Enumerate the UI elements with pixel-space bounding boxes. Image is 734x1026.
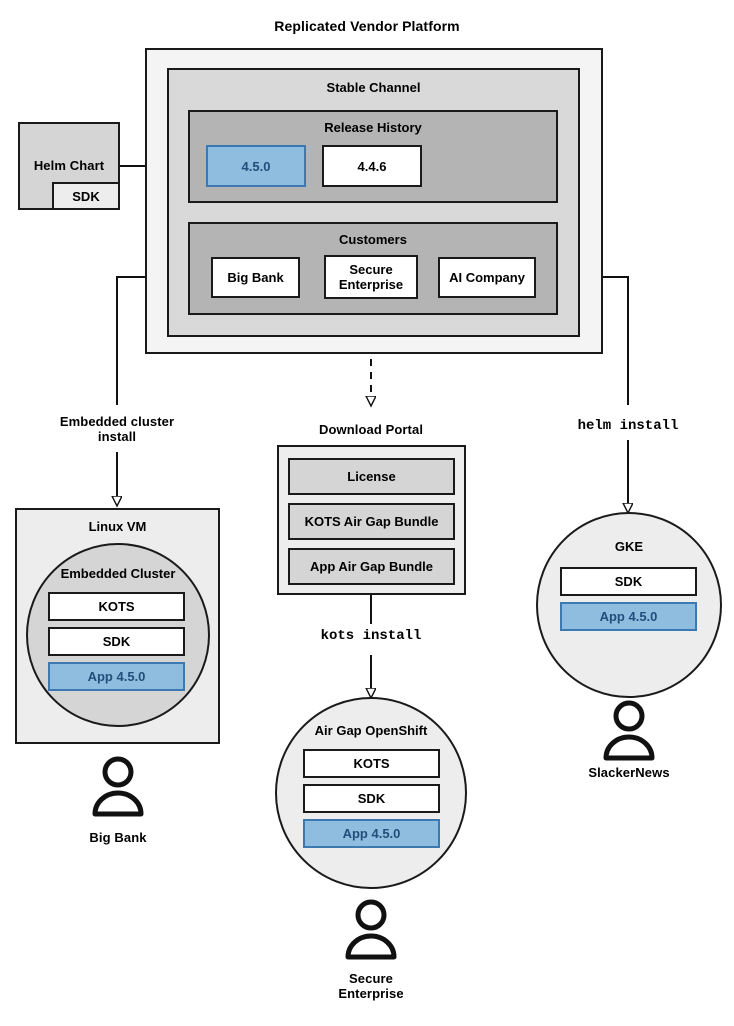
linux-vm-component-kots[interactable]: KOTS <box>48 592 185 621</box>
artifact-license[interactable]: License <box>288 458 455 495</box>
customers-label: Customers <box>339 232 407 247</box>
release-history-label: Release History <box>324 120 422 135</box>
gke-component-sdk[interactable]: SDK <box>560 567 697 596</box>
stable-channel-label: Stable Channel <box>326 80 421 95</box>
openshift-component-app[interactable]: App 4.5.0 <box>303 819 440 848</box>
linux-vm-label: Linux VM <box>88 519 147 534</box>
openshift-component-kots[interactable]: KOTS <box>303 749 440 778</box>
persona-label-secure-enterprise: Secure Enterprise <box>338 971 404 1002</box>
artifact-kots-air-gap-bundle[interactable]: KOTS Air Gap Bundle <box>288 503 455 540</box>
air-gap-openshift-label: Air Gap OpenShift <box>314 723 428 738</box>
gke-component-app[interactable]: App 4.5.0 <box>560 602 697 631</box>
helm-chart-sdk-box[interactable]: SDK <box>52 182 120 210</box>
artifact-app-air-gap-bundle[interactable]: App Air Gap Bundle <box>288 548 455 585</box>
customer-secure-enterprise[interactable]: Secure Enterprise <box>324 255 418 299</box>
edge-label-embedded-cluster-install: Embedded cluster install <box>59 414 175 445</box>
release-4-5-0[interactable]: 4.5.0 <box>206 145 306 187</box>
customer-big-bank[interactable]: Big Bank <box>211 257 300 298</box>
embedded-cluster-label: Embedded Cluster <box>60 566 176 581</box>
edge-label-kots-install: kots install <box>320 628 422 644</box>
page-title: Replicated Vendor Platform <box>274 18 460 34</box>
persona-label-big-bank: Big Bank <box>89 830 147 845</box>
persona-icon-secure-enterprise <box>345 899 397 960</box>
linux-vm-component-sdk[interactable]: SDK <box>48 627 185 656</box>
openshift-component-sdk[interactable]: SDK <box>303 784 440 813</box>
persona-icon-big-bank <box>92 756 144 817</box>
customer-ai-company[interactable]: AI Company <box>438 257 536 298</box>
gke-label: GKE <box>614 539 644 554</box>
helm-chart-label: Helm Chart <box>33 158 105 173</box>
release-4-4-6[interactable]: 4.4.6 <box>322 145 422 187</box>
persona-icon-slackernews <box>603 700 655 761</box>
linux-vm-component-app[interactable]: App 4.5.0 <box>48 662 185 691</box>
edge-label-helm-install: helm install <box>577 418 679 434</box>
persona-label-slackernews: SlackerNews <box>588 765 670 780</box>
download-portal-label: Download Portal <box>318 422 424 437</box>
